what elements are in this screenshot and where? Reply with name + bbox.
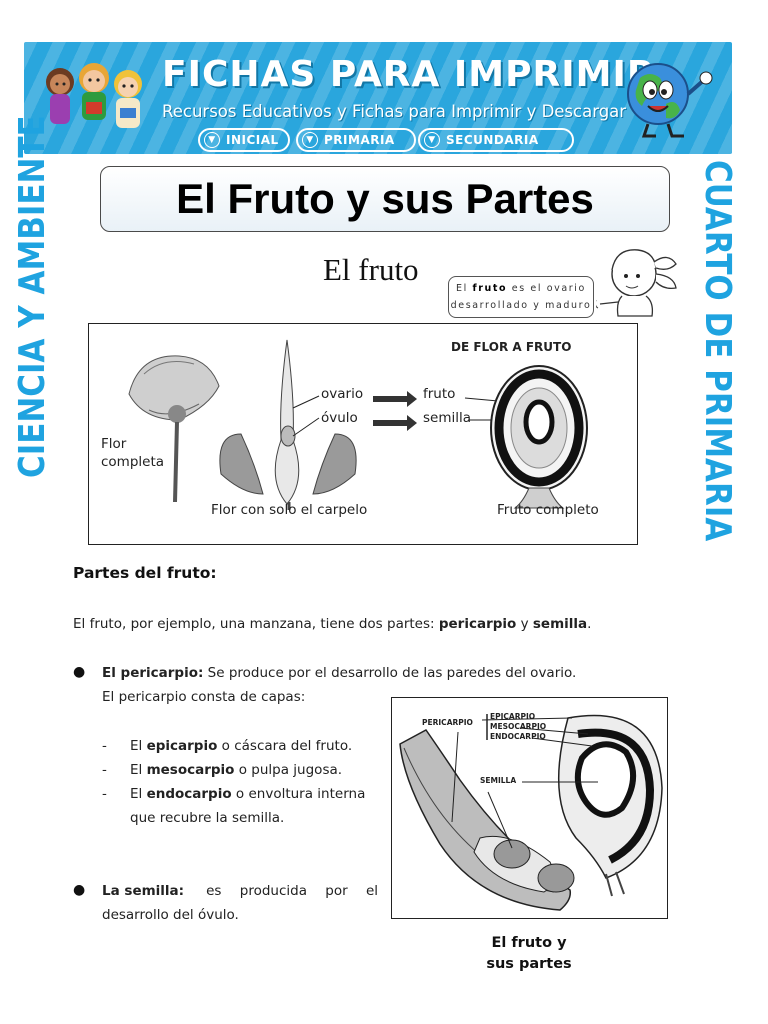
- figure-flower-to-fruit: DE FLOR A FRUTO Flor completa ovario óvu…: [88, 323, 638, 545]
- label-semilla: semilla: [423, 410, 472, 426]
- figure-fruit-parts: PERICARPIO EPICARPIO MESOCARPIO ENDOCARP…: [391, 697, 668, 919]
- layer-text: El: [130, 786, 147, 802]
- page-title: El Fruto y sus Partes: [176, 175, 594, 222]
- speech-text: es el ovario: [511, 283, 586, 294]
- banner-stripes: [24, 42, 732, 154]
- semilla-line: La semilla: es producida por el: [102, 883, 378, 899]
- nav-level-secundaria[interactable]: ▼SECUNDARIA: [418, 128, 574, 152]
- layer-bold: mesocarpio: [146, 762, 235, 778]
- layer-item: El mesocarpio o pulpa jugosa.: [130, 762, 342, 778]
- label-mesocarpio: MESOCARPIO: [490, 722, 547, 731]
- speech-text: desarrollado y maduro: [450, 300, 592, 311]
- layer-text: o pulpa jugosa.: [234, 762, 343, 778]
- pericarpio-bold: El pericarpio:: [102, 665, 204, 681]
- layer-text: o cáscara del fruto.: [217, 738, 353, 754]
- kids-mascot-icon: [46, 63, 142, 128]
- label-endocarpio: ENDOCARPIO: [490, 732, 546, 741]
- fruit-parts-illustration: [399, 714, 663, 911]
- globe-mascot-icon: [627, 63, 713, 138]
- chevron-down-icon: ▼: [424, 132, 440, 148]
- nav-level-primaria[interactable]: ▼PRIMARIA: [296, 128, 416, 152]
- speech-bubble: El fruto es el ovario desarrollado y mad…: [448, 276, 594, 318]
- label-pericarpio: PERICARPIO: [422, 718, 473, 727]
- label-fruto-completo: Fruto completo: [497, 502, 599, 518]
- layer-bold: epicarpio: [146, 738, 218, 754]
- nav-level-inicial[interactable]: ▼INICIAL: [198, 128, 290, 152]
- grade-label: CUARTO DE PRIMARIA: [697, 160, 738, 542]
- layer-text: El: [130, 738, 147, 754]
- flower-fruit-illustration: [128, 339, 588, 510]
- layer-item: El epicarpio o cáscara del fruto.: [130, 738, 352, 754]
- girl-character-icon: [596, 249, 677, 317]
- intro-paragraph: El fruto, por ejemplo, una manzana, tien…: [73, 616, 591, 632]
- pericarpio-text: Se produce por el desarrollo de las pare…: [203, 665, 577, 681]
- dash-icon: -: [102, 786, 107, 802]
- intro-text: El fruto, por ejemplo, una manzana, tien…: [73, 616, 439, 632]
- caption-line: sus partes: [486, 956, 572, 972]
- dash-icon: -: [102, 738, 107, 754]
- chevron-down-icon: ▼: [302, 132, 318, 148]
- chevron-down-icon: ▼: [204, 132, 220, 148]
- label-ovario: ovario: [321, 386, 364, 402]
- pericarpio-line-2: El pericarpio consta de capas:: [102, 689, 306, 705]
- semilla-text: es producida por el: [206, 883, 378, 899]
- layer-item-continued: que recubre la semilla.: [130, 810, 285, 826]
- subject-label: CIENCIA Y AMBIENTE: [12, 115, 53, 478]
- semilla-line-2: desarrollo del óvulo.: [102, 907, 239, 923]
- intro-bold: semilla: [532, 616, 588, 632]
- section-subtitle: El fruto: [323, 252, 419, 287]
- layer-text: o envoltura interna: [231, 786, 366, 802]
- figure-caption: El fruto y sus partes: [468, 933, 590, 975]
- speech-bold: fruto: [472, 283, 508, 294]
- layer-item: El endocarpio o envoltura interna: [130, 786, 365, 802]
- dash-icon: -: [102, 762, 107, 778]
- caption-line: El fruto y: [491, 935, 567, 951]
- site-brand-title[interactable]: FICHAS PARA IMPRIMIR: [162, 54, 656, 95]
- bullet-icon: ●: [73, 664, 86, 680]
- intro-text: y: [516, 616, 533, 632]
- label-completa: completa: [101, 454, 165, 470]
- label-fruto: fruto: [423, 386, 456, 402]
- speech-text: El: [456, 283, 468, 294]
- section-heading: Partes del fruto:: [73, 564, 217, 582]
- label-semilla: SEMILLA: [480, 776, 517, 785]
- bullet-icon: ●: [73, 882, 86, 898]
- layer-text: El: [130, 762, 147, 778]
- label-epicarpio: EPICARPIO: [490, 712, 536, 721]
- figure-heading: DE FLOR A FRUTO: [451, 340, 572, 354]
- layer-bold: endocarpio: [146, 786, 232, 802]
- intro-text: .: [587, 616, 592, 632]
- site-tagline: Recursos Educativos y Fichas para Imprim…: [162, 102, 627, 121]
- intro-bold: pericarpio: [438, 616, 517, 632]
- label-flor-carpelo: Flor con solo el carpelo: [211, 502, 368, 518]
- semilla-bold: La semilla:: [102, 883, 185, 899]
- site-banner: FICHAS PARA IMPRIMIR Recursos Educativos…: [24, 42, 732, 154]
- label-flor: Flor: [101, 436, 127, 452]
- pericarpio-line: El pericarpio: Se produce por el desarro…: [102, 665, 576, 681]
- label-ovulo: óvulo: [321, 410, 358, 426]
- page-title-box: El Fruto y sus Partes: [100, 166, 670, 232]
